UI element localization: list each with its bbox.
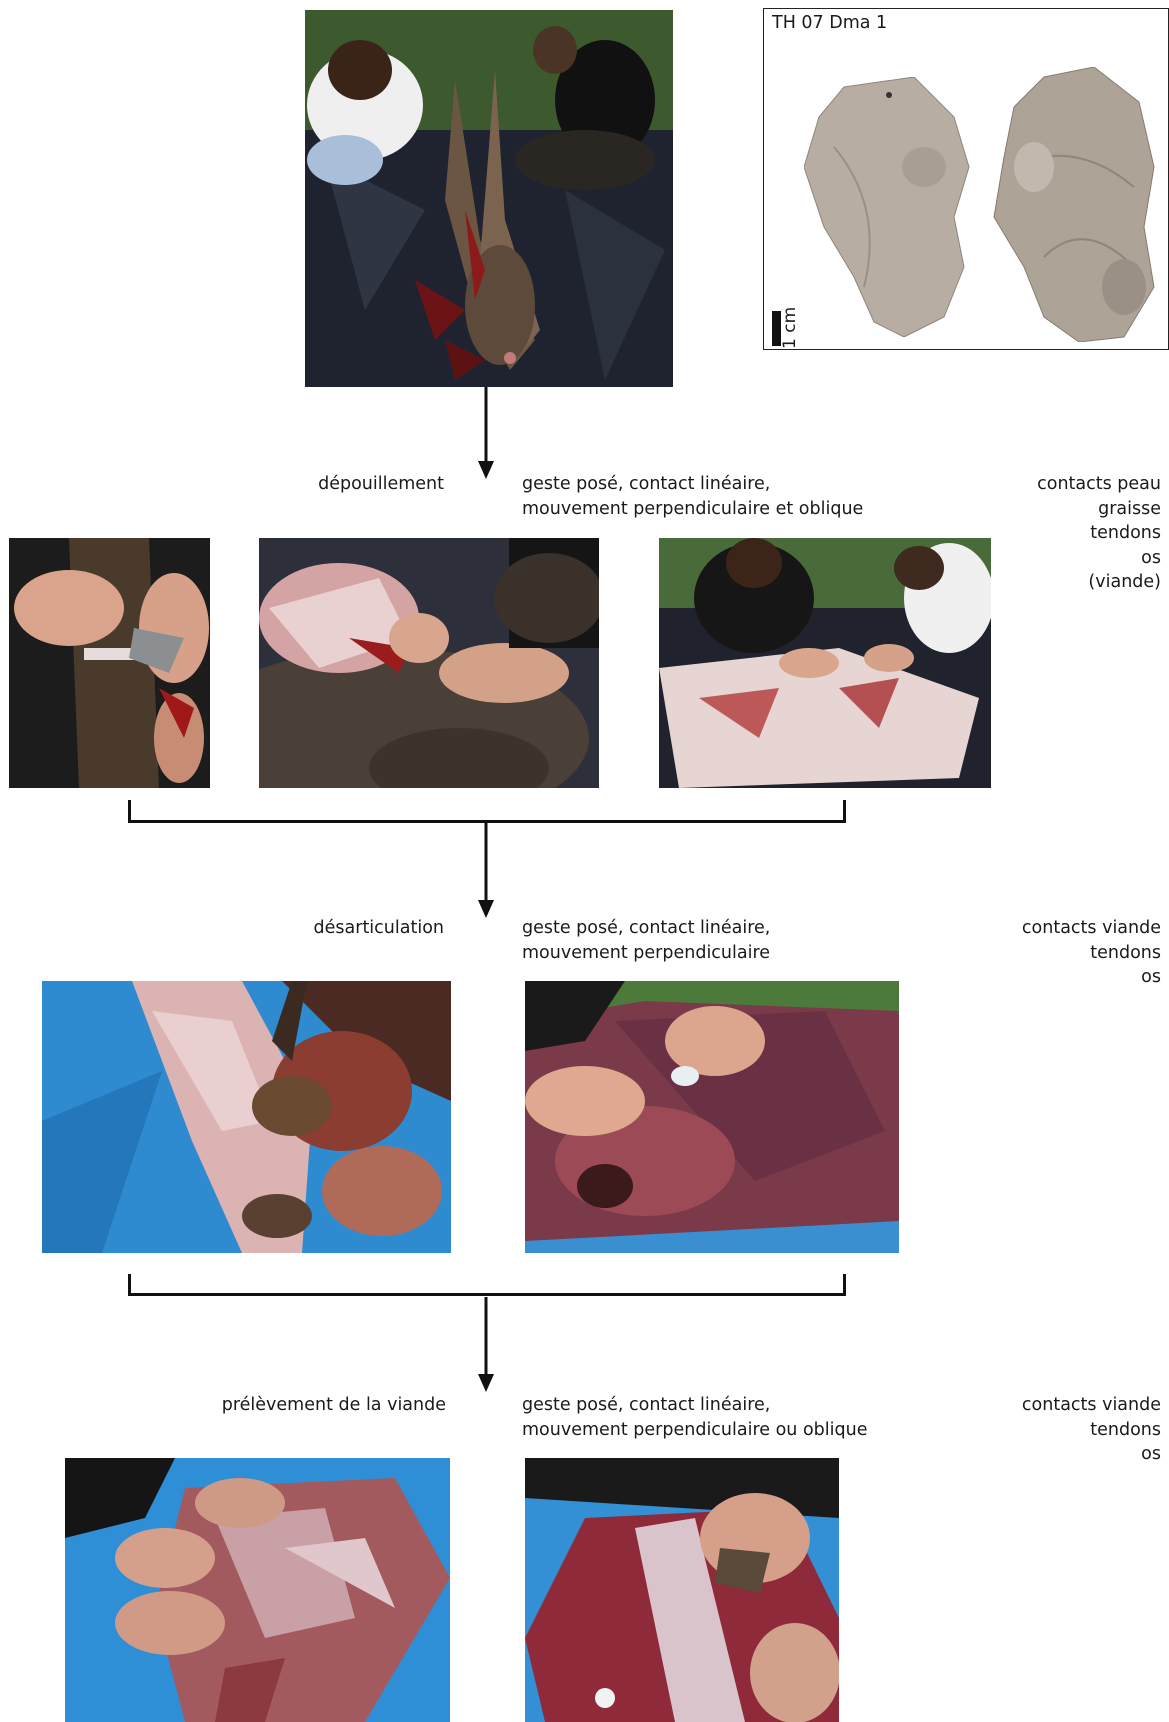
skinning-photo-head: [259, 538, 599, 788]
boar-carcass-photo: [305, 10, 673, 387]
step-3-contact-2: tendons: [980, 1418, 1161, 1443]
meat-removal-photo-carcass: [65, 1458, 450, 1722]
skinning-photo-leg: [9, 538, 210, 788]
step-1-name: dépouillement: [250, 472, 444, 497]
step-1-contact-1: contacts peau: [980, 472, 1161, 497]
step-3-gesture-line-1: geste posé, contact linéaire,: [522, 1393, 867, 1418]
step-3-contacts: contacts viande tendons os: [980, 1393, 1161, 1467]
step-3-contact-3: os: [980, 1442, 1161, 1467]
flint-flake-ventral-face: [804, 77, 974, 337]
step-2-contact-1: contacts viande: [980, 916, 1161, 941]
disarticulation-photo-leg: [42, 981, 451, 1253]
artifact-label: TH 07 Dma 1: [772, 13, 887, 33]
disarticulation-photo-shoulder: [525, 981, 899, 1253]
bracket-2: [128, 1274, 846, 1296]
down-arrow-1: [478, 387, 494, 479]
skinning-photo-pelt: [659, 538, 991, 788]
down-arrow-3: [478, 1297, 494, 1392]
step-3-gesture: geste posé, contact linéaire, mouvement …: [522, 1393, 867, 1442]
meat-removal-photo-leg: [525, 1458, 839, 1722]
step-1-gesture-line-1: geste posé, contact linéaire,: [522, 472, 863, 497]
step-1-contacts: contacts peau graisse tendons os (viande…: [980, 472, 1161, 595]
scale-label: 1 cm: [780, 307, 800, 349]
bracket-1: [128, 800, 846, 823]
step-2-contact-3: os: [980, 965, 1161, 990]
step-2-contacts: contacts viande tendons os: [980, 916, 1161, 990]
flint-flake-dorsal-face: [984, 67, 1159, 342]
step-1-gesture-line-2: mouvement perpendiculaire et oblique: [522, 497, 863, 522]
step-2-contact-2: tendons: [980, 941, 1161, 966]
step-2-gesture-line-1: geste posé, contact linéaire,: [522, 916, 770, 941]
artifact-panel: TH 07 Dma 1 1 cm: [763, 8, 1169, 350]
step-1-contact-5: (viande): [980, 570, 1161, 595]
step-2-gesture: geste posé, contact linéaire, mouvement …: [522, 916, 770, 965]
step-3-contact-1: contacts viande: [980, 1393, 1161, 1418]
step-2-name: désarticulation: [250, 916, 444, 941]
step-2-gesture-line-2: mouvement perpendiculaire: [522, 941, 770, 966]
step-1-gesture: geste posé, contact linéaire, mouvement …: [522, 472, 863, 521]
step-3-gesture-line-2: mouvement perpendiculaire ou oblique: [522, 1418, 867, 1443]
step-3-name: prélèvement de la viande: [180, 1393, 446, 1418]
step-1-contact-4: os: [980, 546, 1161, 571]
step-1-contact-2: graisse: [980, 497, 1161, 522]
down-arrow-2: [478, 823, 494, 918]
step-1-contact-3: tendons: [980, 521, 1161, 546]
